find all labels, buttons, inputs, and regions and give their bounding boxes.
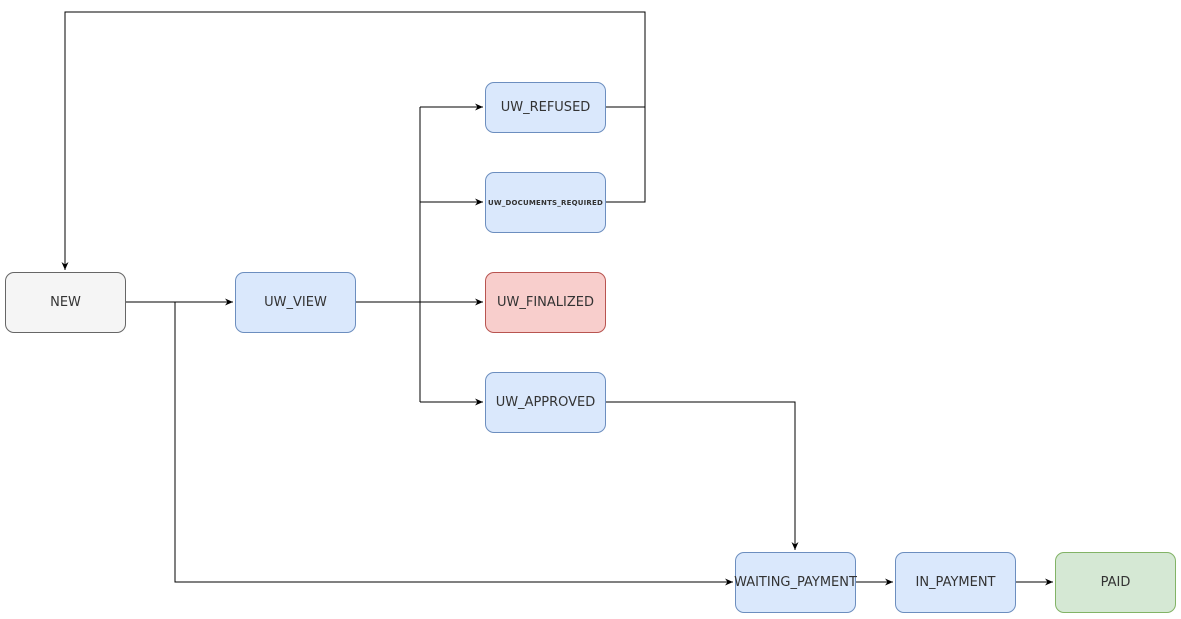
state-in-payment[interactable]: IN_PAYMENT	[895, 552, 1016, 613]
state-uw-view[interactable]: UW_VIEW	[235, 272, 356, 333]
state-waiting-payment[interactable]: WAITING_PAYMENT	[734, 552, 857, 613]
state-uw-approved[interactable]: UW_APPROVED	[485, 372, 606, 433]
edge-uw-approved-to-waiting-payment	[606, 401, 799, 550]
state-uw-finalized[interactable]: UW_FINALIZED	[485, 272, 606, 333]
edge-uw-documents-required-to-new	[606, 107, 646, 203]
edge-uw-refused-to-new	[61, 11, 646, 270]
state-uw-refused[interactable]: UW_REFUSED	[485, 82, 606, 133]
state-paid[interactable]: PAID	[1055, 552, 1176, 613]
state-uw-documents-required[interactable]: UW_DOCUMENTS_REQUIRED	[485, 172, 606, 233]
edge-new-to-waiting-payment	[174, 302, 733, 586]
state-new[interactable]: NEW	[5, 272, 126, 333]
